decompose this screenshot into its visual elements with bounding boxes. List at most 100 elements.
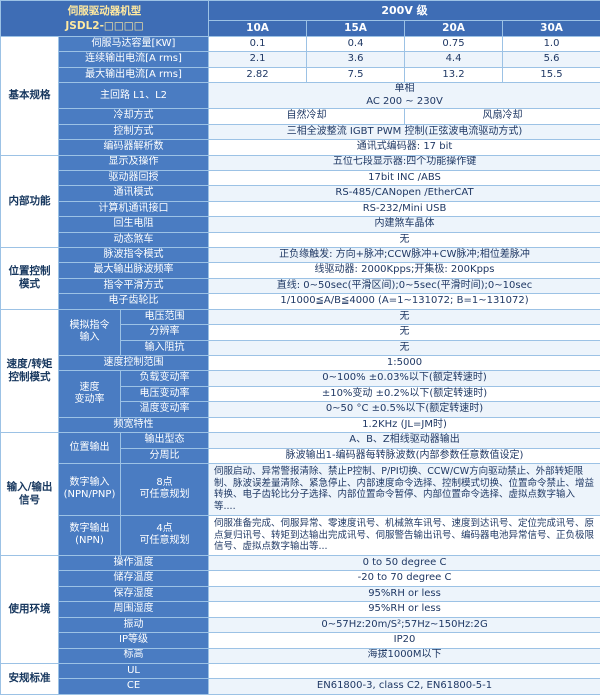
label-digital-input-points: 8点 可任意规划 [119,462,210,516]
column-header-15a: 15A [306,20,406,37]
label-load-variation: 负载变动率 [119,370,210,387]
label-voltage-range: 电压范围 [119,308,210,326]
value-digital-input-functions: 伺服启动、异常警报清除、禁止P控制、P/PI切换、CCW/CW方向驱动禁止、外部… [208,462,600,516]
label-storage-humidity: 保存湿度 [57,585,210,603]
label-speed-variation: 速度 变动率 [58,370,121,418]
header-row-ratings: 10A 15A 20A 30A [1,20,600,37]
row-control-method: 控制方式 三相全波整流 IGBT PWM 控制(正弦波电流驱动方式) [1,123,600,141]
value-output-type: A、B、Z相线驱动器输出 [208,432,600,449]
row-drive-feedback: 驱动器回授 17bit INC /ABS [1,169,600,187]
value-load-variation: 0~100% ±0.03%以下(额定转速时) [208,370,600,387]
value-motor-capacity-20a: 0.75 [404,35,504,53]
label-pc-interface: 计算机通讯接口 [57,200,210,218]
row-pulse-command-mode: 位置控制 模式 脉波指令模式 正负缘触发: 方向+脉冲;CCW脉冲+CW脉冲;相… [0,247,600,310]
label-analog-command-input: 模拟指令 输入 [58,308,121,357]
label-max-current: 最大输出电流[A rms] [57,66,210,84]
group-speed-torque: 速度/转矩 控制模式 [0,308,59,434]
label-electronic-gear: 电子齿轮比 [57,293,210,310]
label-drive-feedback: 驱动器回授 [57,169,210,187]
value-cooling-fan: 风扇冷却 [404,108,600,125]
row-analog-resolution: 分辨率 无 [1,324,600,341]
column-header-20a: 20A [404,20,504,37]
row-vibration: 振动 0~57Hz:20m/S²;57Hz~150Hz:2G [1,616,600,634]
value-voltage-variation: ±10%变动 ±0.2%以下(额定转速时) [208,385,600,403]
label-operating-temp: 操作温度 [57,554,210,572]
label-dividing-ratio: 分周比 [119,447,210,464]
value-storage-temp: -20 to 70 degree C [208,570,600,587]
model-header-cell: 伺服驱动器机型 JSDL2-□□□□ [0,0,210,37]
label-temp-variation: 温度变动率 [119,401,210,418]
drive-model-code: JSDL2-□□□□ [65,19,144,32]
value-continuous-current-30a: 5.6 [502,51,600,68]
row-ul: 安规标准 UL [0,662,600,695]
label-regen-resistor: 回生电阻 [57,216,210,233]
value-comm-mode: RS-485/CANopen /EtherCAT [208,185,600,202]
value-ce: EN61800-3, class C2, EN61800-5-1 [208,678,600,695]
label-ce: CE [57,678,210,695]
value-ip-rating: IP20 [208,632,600,649]
value-continuous-current-10a: 2.1 [208,51,308,68]
row-load-variation: 速度 变动率 负载变动率 0~100% ±0.03%以下(额定转速时) [1,370,600,418]
label-comm-mode: 通讯模式 [57,185,210,202]
row-analog-voltage-range: 速度/转矩 控制模式 模拟指令 输入 电压范围 无 [0,308,600,434]
value-max-current-15a: 7.5 [306,66,406,84]
value-continuous-current-20a: 4.4 [404,51,504,68]
value-ul [208,662,600,680]
row-dynamic-brake: 动态煞车 无 [1,231,600,249]
row-motor-capacity: 基本规格 伺服马达容量[KW] 0.1 0.4 0.75 1.0 [0,35,600,156]
row-display-operation: 内部功能 显示及操作 五位七段显示器:四个功能操作键 [0,154,600,249]
value-temp-variation: 0~50 °C ±0.5%以下(额定转速时) [208,401,600,418]
row-main-circuit: 主回路 L1、L2 单相 AC 200 ~ 230V [1,82,600,110]
label-digital-input: 数字输入 (NPN/PNP) [58,462,121,516]
value-regen-resistor: 内建煞车晶体 [208,216,600,233]
value-input-impedance: 无 [208,339,600,357]
value-speed-control-range: 1:5000 [208,355,600,372]
row-bandwidth: 频宽特性 1.2KHz (JL=JM时) [1,416,600,434]
value-max-pulse-frequency: 线驱动器: 2000Kpps;开集极: 200Kpps [208,262,600,279]
value-altitude: 海拔1000M以下 [208,647,600,664]
value-dividing-ratio: 脉波输出1-编码器每转脉波数(内部参数任意数值设定) [208,447,600,464]
voltage-class-header: 200V 级 [208,0,600,21]
column-header-30a: 30A [502,20,600,37]
label-speed-control-range: 速度控制范围 [57,355,210,372]
row-speed-control-range: 速度控制范围 1:5000 [1,355,600,372]
value-operating-temp: 0 to 50 degree C [208,554,600,572]
value-voltage-range: 无 [208,308,600,326]
value-ambient-humidity: 95%RH or less [208,601,600,618]
row-max-current: 最大输出电流[A rms] 2.82 7.5 13.2 15.5 [1,66,600,84]
group-io-signals: 输入/输出 信号 [0,432,59,556]
row-encoder-resolution: 编码器解析数 通讯式编码器: 17 bit [1,139,600,156]
row-digital-input: 数字输入 (NPN/PNP) 8点 可任意规划 伺服启动、异常警报清除、禁止P控… [1,462,600,516]
value-encoder-resolution: 通讯式编码器: 17 bit [208,139,600,156]
value-command-smoothing: 直线: 0~50sec(平滑区间);0~5sec(平滑时间);0~10sec [208,277,600,295]
row-ambient-humidity: 周围湿度 95%RH or less [1,601,600,618]
label-display-operation: 显示及操作 [57,154,210,171]
label-storage-temp: 储存温度 [57,570,210,587]
value-main-circuit: 单相 AC 200 ~ 230V [208,82,600,110]
label-input-impedance: 输入阻抗 [119,339,210,357]
label-main-circuit: 主回路 L1、L2 [57,82,210,110]
drive-model-label: 伺服驱动器机型 [67,5,142,18]
row-regen-resistor: 回生电阻 内建煞车晶体 [1,216,600,233]
value-digital-output-functions: 伺服准备完成、伺服异常、零速度讯号、机械煞车讯号、速度到达讯号、定位完成讯号、原… [208,514,600,556]
label-continuous-current: 连续输出电流[A rms] [57,51,210,68]
label-altitude: 标高 [57,647,210,664]
value-pc-interface: RS-232/Mini USB [208,200,600,218]
group-position: 位置控制 模式 [0,247,59,310]
row-storage-humidity: 保存湿度 95%RH or less [1,585,600,603]
value-control-method: 三相全波整流 IGBT PWM 控制(正弦波电流驱动方式) [208,123,600,141]
value-resolution: 无 [208,324,600,341]
value-storage-humidity: 95%RH or less [208,585,600,603]
label-cooling: 冷却方式 [57,108,210,125]
label-position-output: 位置输出 [58,432,121,464]
value-continuous-current-15a: 3.6 [306,51,406,68]
value-motor-capacity-10a: 0.1 [208,35,308,53]
label-ambient-humidity: 周围湿度 [57,601,210,618]
row-continuous-current: 连续输出电流[A rms] 2.1 3.6 4.4 5.6 [1,51,600,68]
value-dynamic-brake: 无 [208,231,600,249]
value-pulse-command-mode: 正负缘触发: 方向+脉冲;CCW脉冲+CW脉冲;相位差脉冲 [208,247,600,264]
row-ip-rating: IP等级 IP20 [1,632,600,649]
group-safety-standards: 安规标准 [0,662,59,695]
row-electronic-gear: 电子齿轮比 1/1000≦A/B≦4000 (A=1~131072; B=1~1… [1,293,600,310]
row-temp-variation: 温度变动率 0~50 °C ±0.5%以下(额定转速时) [1,401,600,418]
